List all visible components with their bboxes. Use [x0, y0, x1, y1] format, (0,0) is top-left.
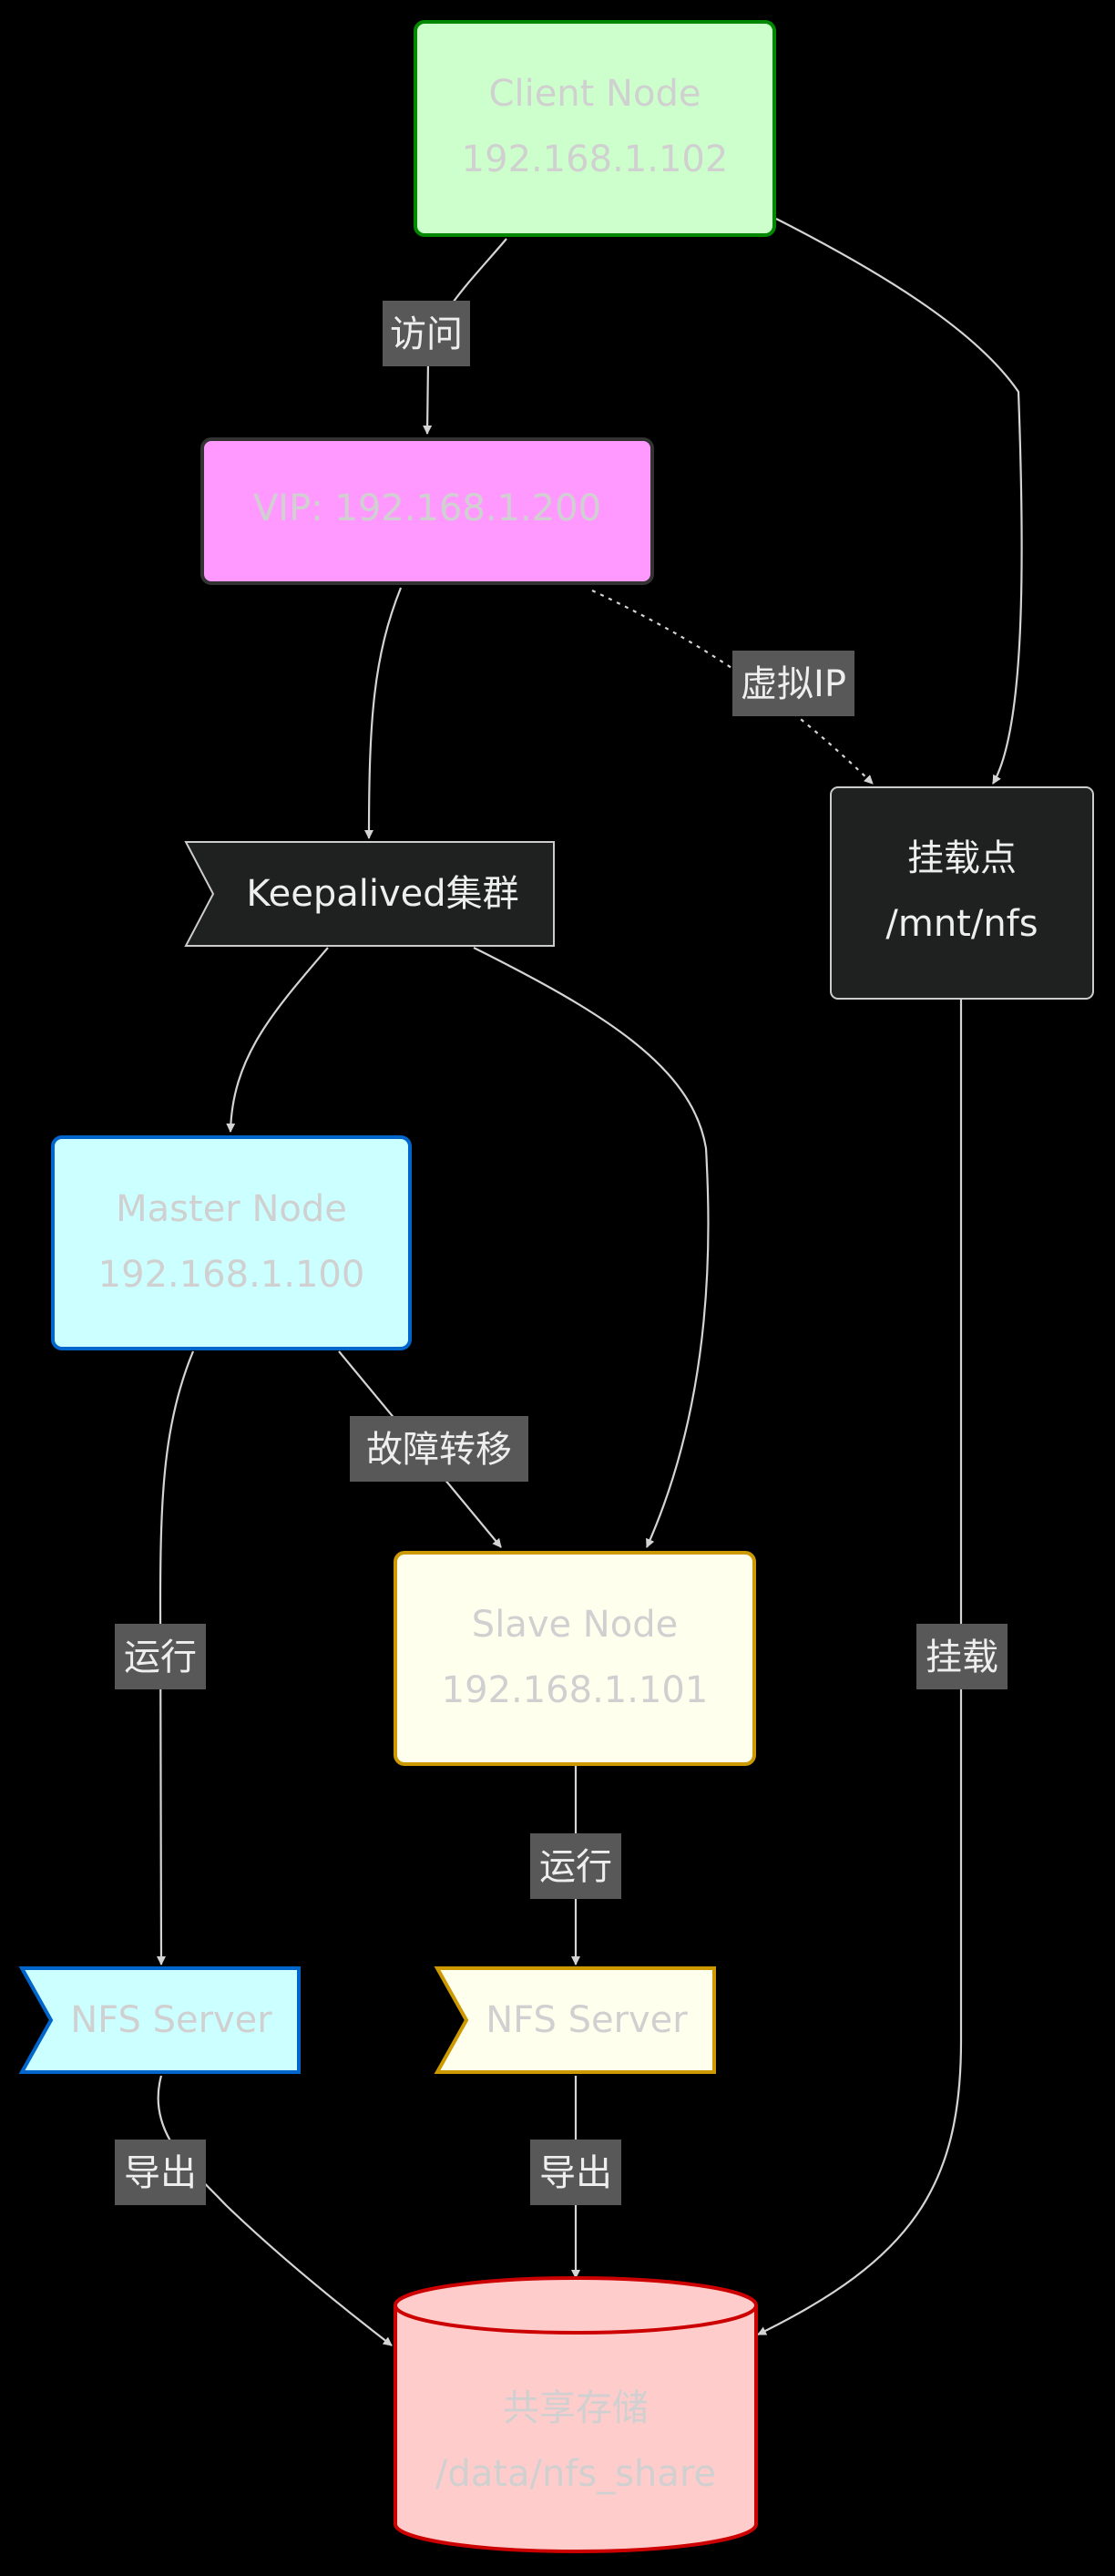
edge-label-export-master: 导出 — [115, 2140, 206, 2205]
edge-label-mount: 挂载 — [916, 1624, 1008, 1689]
slave-node: Slave Node 192.168.1.101 — [394, 1551, 756, 1766]
edge-mount-to-storage — [757, 999, 963, 2335]
edge-label-failover: 故障转移 — [350, 1416, 528, 1482]
vip-node-label: VIP: 192.168.1.200 — [253, 487, 601, 529]
edge-label-export-master-text: 导出 — [124, 2152, 197, 2194]
mount-point-title: 挂载点 — [907, 837, 1017, 879]
nfs-server-master-label: NFS Server — [70, 1999, 272, 2041]
mount-point-path: /mnt/nfs — [885, 903, 1038, 945]
master-node-ip: 192.168.1.100 — [98, 1254, 365, 1296]
edge-label-virtual-ip-text: 虚拟IP — [741, 663, 846, 705]
keepalived-node-label: Keepalived集群 — [246, 873, 518, 915]
edge-label-run-master: 运行 — [115, 1624, 206, 1689]
client-node-ip: 192.168.1.102 — [462, 139, 729, 180]
nfs-server-master-node: NFS Server — [18, 1966, 301, 2074]
client-node-name: Client Node — [489, 73, 701, 115]
client-node: Client Node 192.168.1.102 — [414, 20, 776, 237]
edge-keepalived-to-master — [226, 947, 329, 1133]
edge-keepalived-to-slave — [473, 947, 710, 1548]
mount-point-node: 挂载点 /mnt/nfs — [830, 786, 1094, 1000]
edge-client-to-mount — [775, 218, 1023, 785]
edge-label-run-slave-text: 运行 — [539, 1846, 612, 1888]
edge-label-run-master-text: 运行 — [124, 1637, 197, 1678]
edge-label-virtual-ip: 虚拟IP — [732, 651, 854, 716]
nfs-server-slave-node: NFS Server — [434, 1966, 716, 2074]
edge-label-export-slave-text: 导出 — [539, 2152, 612, 2194]
edge-label-failover-text: 故障转移 — [366, 1429, 512, 1471]
slave-node-name: Slave Node — [472, 1604, 678, 1646]
master-node: Master Node 192.168.1.100 — [51, 1135, 412, 1350]
slave-node-ip: 192.168.1.101 — [442, 1669, 709, 1711]
edge-label-access: 访问 — [383, 301, 470, 366]
edge-label-access-text: 访问 — [390, 313, 463, 355]
edge-vip-to-keepalived — [364, 587, 403, 839]
nfs-server-slave-label: NFS Server — [486, 1999, 688, 2041]
shared-storage-node: 共享存储 /data/nfs_share — [394, 2276, 758, 2553]
edge-master-to-nfs — [156, 1350, 195, 1965]
edge-label-run-slave: 运行 — [530, 1833, 621, 1899]
vip-node: VIP: 192.168.1.200 — [200, 437, 654, 585]
master-node-name: Master Node — [116, 1188, 347, 1230]
edge-label-export-slave: 导出 — [530, 2140, 621, 2205]
shared-storage-title: 共享存储 — [503, 2387, 649, 2429]
edge-label-mount-text: 挂载 — [926, 1637, 998, 1678]
shared-storage-path: /data/nfs_share — [435, 2453, 716, 2495]
keepalived-node: Keepalived集群 — [184, 841, 555, 947]
edge-nfs-master-to-storage — [157, 2075, 393, 2346]
